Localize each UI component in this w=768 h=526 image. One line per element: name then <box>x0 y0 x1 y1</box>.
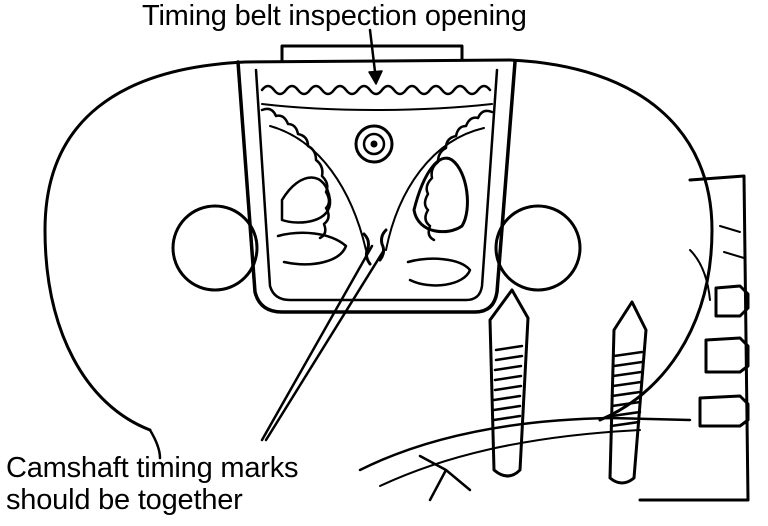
stud-right-thread <box>609 350 644 428</box>
timing-marks <box>362 228 388 266</box>
leader-inspection-arrow <box>368 70 383 85</box>
lower-cover-edge-2 <box>379 429 641 487</box>
upper-belt-back <box>261 103 493 111</box>
center-bolt-inner <box>370 140 378 148</box>
inspection-window-frame <box>236 60 517 314</box>
stud-left-thread <box>492 344 524 422</box>
right-cam-gear-teeth <box>423 109 494 242</box>
left-mount-boss <box>171 204 259 292</box>
right-cam-gear-inner <box>385 127 485 251</box>
right-mount-boss <box>494 204 582 292</box>
right-gear-spoke <box>406 257 472 287</box>
head-details <box>689 225 745 301</box>
upper-belt-run <box>260 84 492 96</box>
leader-marks-2 <box>264 248 386 442</box>
head-cap-2 <box>704 336 750 374</box>
left-cam-gear-inner <box>269 125 367 251</box>
timing-cover-outline <box>43 58 714 432</box>
left-gear-spoke <box>276 231 348 266</box>
cylinder-head-edge <box>638 174 750 502</box>
left-gear-window <box>280 176 332 224</box>
cover-lower-edge <box>148 428 162 460</box>
stud-left <box>488 288 530 478</box>
timing-marks-label-line1: Camshaft timing marks <box>6 452 299 484</box>
left-cam-gear-teeth <box>260 107 331 240</box>
inspection-opening-label: Timing belt inspection opening <box>142 0 527 32</box>
head-cap-3 <box>698 394 750 428</box>
lower-cover-edge <box>358 416 692 472</box>
leader-marks-1 <box>260 244 374 442</box>
right-gear-window <box>412 156 469 234</box>
timing-marks-label: Camshaft timing marks should be together <box>6 452 299 516</box>
stud-right <box>608 300 648 485</box>
timing-marks-label-line2: should be together <box>6 484 243 516</box>
head-cap-1 <box>714 284 750 318</box>
inspection-window-inner <box>254 68 499 302</box>
center-bolt-outer <box>354 124 394 164</box>
lower-bracket <box>418 454 472 502</box>
center-bolt-mid <box>362 132 386 156</box>
